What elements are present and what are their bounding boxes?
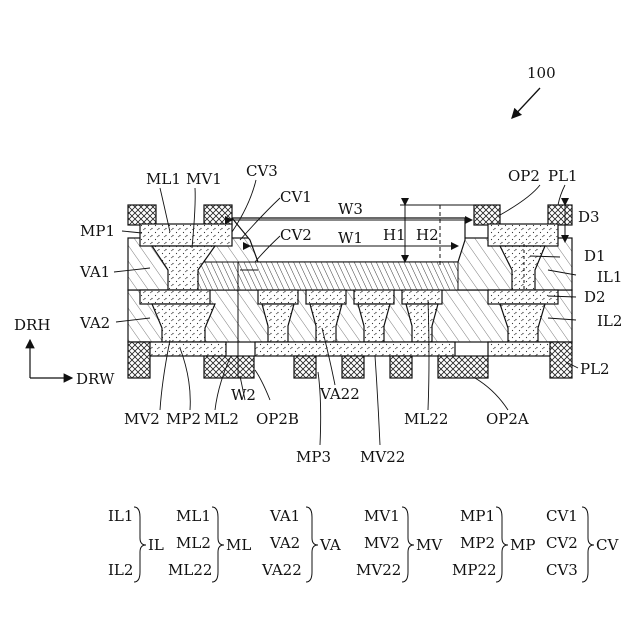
pad-pl2-small-2 <box>342 356 364 378</box>
pad-pl2-right <box>550 342 572 378</box>
legend-mv-item-1: MV1 <box>364 507 400 525</box>
label-mv1: MV1 <box>186 170 222 188</box>
label-mp3: MP3 <box>296 448 331 466</box>
legend-va-group: VA <box>319 536 341 554</box>
label-pl1: PL1 <box>548 167 578 185</box>
pad-pl1-left <box>128 205 156 225</box>
legend-il-brace <box>134 507 146 582</box>
metal-pad-right <box>488 224 558 246</box>
axis-drh-label: DRH <box>14 316 50 334</box>
legend-mp-item-1: MP1 <box>460 507 495 525</box>
label-op2: OP2 <box>508 167 540 185</box>
label-d3: D3 <box>578 208 600 226</box>
label-mp1: MP1 <box>80 222 115 240</box>
legend-ml-item-1: ML1 <box>176 507 211 525</box>
label-h1: H1 <box>383 226 406 244</box>
label-d1: D1 <box>584 247 606 265</box>
legend-il-item-2: IL2 <box>108 561 133 579</box>
label-ml1: ML1 <box>146 170 181 188</box>
metal-pad-mp2 <box>140 342 226 356</box>
pad-pl1-right <box>548 205 572 225</box>
legend-mv-brace <box>402 507 414 582</box>
label-op2a: OP2A <box>486 410 529 428</box>
legend-ml-brace <box>212 507 224 582</box>
label-il1: IL1 <box>597 268 622 286</box>
label-w3: W3 <box>338 200 363 218</box>
legend-cv-group: CV <box>596 536 619 554</box>
legend-il-item-1: IL1 <box>108 507 133 525</box>
label-cv2: CV2 <box>280 226 312 244</box>
inner-layer-band <box>195 262 458 290</box>
label-h2: H2 <box>416 226 439 244</box>
legend-mp-item-2: MP2 <box>460 534 495 552</box>
pad-pl1-right-inner <box>474 205 500 225</box>
axis-drw-label: DRW <box>76 370 115 388</box>
figure-reference: 100 <box>527 64 556 82</box>
label-ml22: ML22 <box>404 410 448 428</box>
legend-mp-brace <box>496 507 508 582</box>
metal-layer-ml22-2 <box>306 290 346 304</box>
pad-op2a <box>438 356 488 378</box>
legend-cv-brace <box>582 507 594 582</box>
label-va1: VA1 <box>79 263 110 281</box>
metal-pad-mp1 <box>140 224 232 246</box>
legend: IL1 IL2 IL ML1 ML2 ML22 ML VA1 VA2 VA22 … <box>108 507 619 582</box>
pad-pl2-small-3 <box>390 356 412 378</box>
legend-va-item-2: VA2 <box>269 534 300 552</box>
legend-mv-item-3: MV22 <box>356 561 401 579</box>
label-w2: W2 <box>231 386 256 404</box>
legend-cv-item-1: CV1 <box>546 507 578 525</box>
legend-mv-group: MV <box>416 536 443 554</box>
via-mv2-left <box>152 304 215 342</box>
legend-ml-item-2: ML2 <box>176 534 211 552</box>
label-pl2: PL2 <box>580 360 610 378</box>
label-ml2: ML2 <box>204 410 239 428</box>
label-mv2: MV2 <box>124 410 160 428</box>
legend-cv-item-3: CV3 <box>546 561 578 579</box>
label-mp2: MP2 <box>166 410 201 428</box>
label-w1: W1 <box>338 229 363 247</box>
figure-reference-arrow <box>512 88 540 118</box>
metal-pad-mp3-row <box>255 342 455 356</box>
label-va22: VA22 <box>319 385 360 403</box>
label-va2: VA2 <box>79 314 110 332</box>
legend-mv-item-2: MV2 <box>364 534 400 552</box>
metal-layer-ml22-4 <box>402 290 442 304</box>
legend-va-item-1: VA1 <box>269 507 300 525</box>
label-cv1: CV1 <box>280 188 312 206</box>
label-il2: IL2 <box>597 312 622 330</box>
pad-pl2-left <box>128 342 150 378</box>
legend-ml-item-3: ML22 <box>168 561 212 579</box>
legend-va-item-3: VA22 <box>261 561 302 579</box>
legend-il-group: IL <box>148 536 164 554</box>
legend-ml-group: ML <box>226 536 251 554</box>
legend-va-brace <box>306 507 318 582</box>
metal-layer-ml22-3 <box>354 290 394 304</box>
pad-pl2-small-1 <box>294 356 316 378</box>
legend-cv-item-2: CV2 <box>546 534 578 552</box>
label-op2b: OP2B <box>256 410 299 428</box>
metal-layer-ml2-left <box>140 290 210 304</box>
label-d2: D2 <box>584 288 606 306</box>
label-mv22: MV22 <box>360 448 405 466</box>
legend-mp-group: MP <box>510 536 535 554</box>
metal-pad-right-bottom <box>488 342 558 356</box>
metal-layer-ml2-right <box>488 290 558 304</box>
legend-mp-item-3: MP22 <box>452 561 497 579</box>
label-cv3: CV3 <box>246 162 278 180</box>
metal-layer-ml22-1 <box>258 290 298 304</box>
pad-pl1-left-inner <box>204 205 232 225</box>
